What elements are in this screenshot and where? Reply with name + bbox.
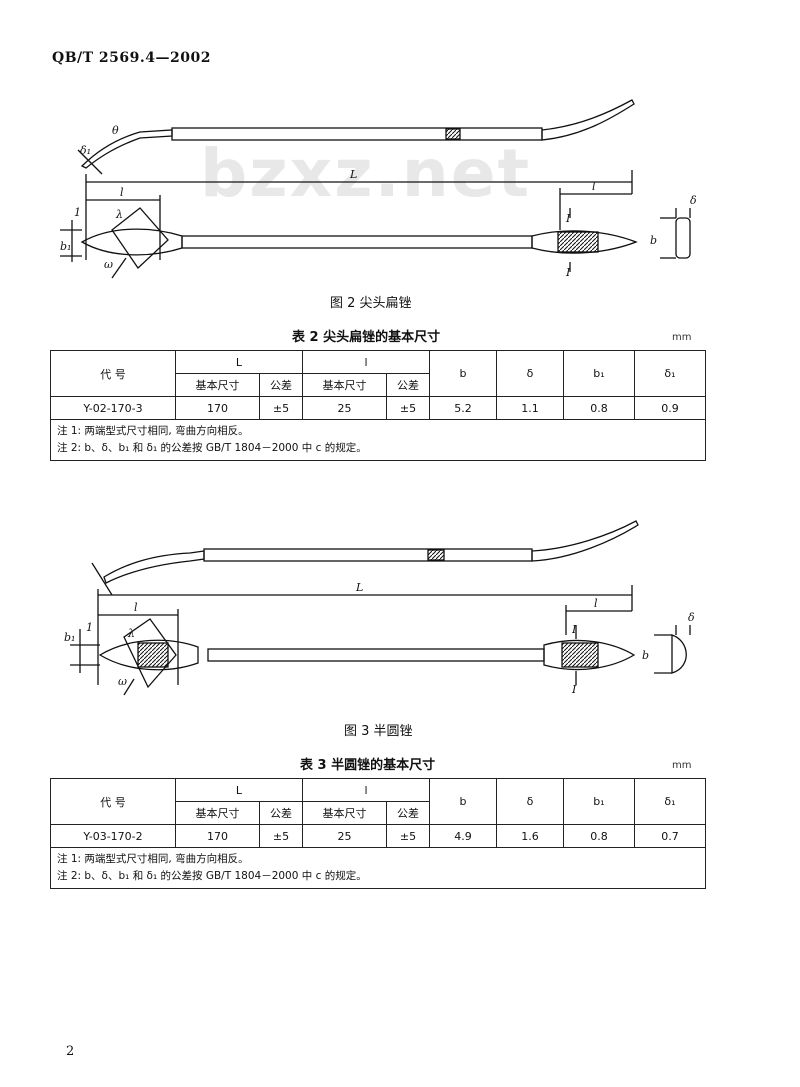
table-3: 代 号 L l b δ b₁ δ₁ 基本尺寸 公差 基本尺寸 公差 Y-03-1…: [50, 778, 706, 889]
t2-delta: 1.1: [496, 396, 564, 420]
t3-L-tol: ±5: [259, 824, 303, 848]
fig2-label-l-left: l: [120, 186, 124, 199]
fig2-label-L: L: [349, 168, 357, 181]
table-2-unit: mm: [672, 332, 692, 343]
fig3-label-one: 1: [86, 621, 93, 634]
t2-note-1: 注 1: 两端型式尺寸相同, 弯曲方向相反。: [57, 425, 249, 437]
t2-header-l: l: [301, 350, 431, 374]
t2-header-b: b: [429, 350, 497, 397]
fig3-label-b1: b₁: [64, 631, 75, 644]
t3-l-tol: ±5: [386, 824, 430, 848]
document-header: QB/T 2569.4—2002: [52, 50, 211, 66]
t3-b1: 0.8: [563, 824, 635, 848]
t3-header-b1: b₁: [563, 778, 635, 825]
t2-header-code: 代 号: [50, 350, 176, 397]
fig2-label-theta: θ: [112, 124, 119, 137]
fig2-label-omega: ω: [104, 258, 113, 271]
figure-2-caption: 图 2 尖头扁锉: [330, 296, 412, 311]
fig3-label-b: b: [642, 649, 649, 662]
t2-header-L-basic: 基本尺寸: [174, 373, 261, 397]
t2-code: Y-02-170-3: [50, 396, 176, 420]
t3-header-l-basic: 基本尺寸: [301, 801, 388, 825]
t3-header-L-basic: 基本尺寸: [174, 801, 261, 825]
fig3-label-section-top: I: [571, 623, 577, 636]
fig2-label-lambda: λ: [115, 208, 123, 221]
t3-code: Y-03-170-2: [50, 824, 176, 848]
t2-header-l-tol: 公差: [386, 373, 430, 397]
figure-3-drawing: L l l b₁ 1 λ ω I I b δ: [64, 520, 695, 696]
t2-header-L: L: [175, 350, 303, 374]
t2-b: 5.2: [429, 396, 497, 420]
t3-header-b: b: [429, 778, 497, 825]
t2-l-basic: 25: [301, 396, 388, 420]
t3-header-l-tol: 公差: [386, 801, 430, 825]
t3-header-l: l: [301, 778, 431, 802]
t3-notes: 注 1: 两端型式尺寸相同, 弯曲方向相反。 注 2: b、δ、b₁ 和 δ₁ …: [50, 847, 706, 889]
fig3-label-delta: δ: [688, 611, 695, 624]
t2-header-b1: b₁: [563, 350, 635, 397]
fig3-label-lambda: λ: [127, 627, 135, 640]
t3-b: 4.9: [429, 824, 497, 848]
fig2-label-l-right: l: [592, 180, 596, 193]
t3-header-code: 代 号: [50, 778, 176, 825]
t3-L-basic: 170: [174, 824, 261, 848]
t3-l-basic: 25: [301, 824, 388, 848]
t2-b1: 0.8: [563, 396, 635, 420]
t3-note-1: 注 1: 两端型式尺寸相同, 弯曲方向相反。: [57, 853, 249, 865]
fig3-label-L: L: [355, 581, 363, 594]
fig2-label-delta1: δ₁: [80, 144, 91, 157]
t3-delta: 1.6: [496, 824, 564, 848]
fig3-label-section-bottom: I: [571, 683, 577, 696]
table-3-unit: mm: [672, 760, 692, 771]
t2-l-tol: ±5: [386, 396, 430, 420]
watermark: bzxz.net: [200, 135, 532, 212]
t2-header-L-tol: 公差: [259, 373, 303, 397]
page-number: 2: [66, 1044, 75, 1059]
figure-2-drawing: L l l θ b₁ δ₁ λ ω 1 I I b δ: [60, 99, 697, 279]
t3-header-L-tol: 公差: [259, 801, 303, 825]
t3-header-delta: δ: [496, 778, 564, 825]
t3-header-L: L: [175, 778, 303, 802]
t2-L-tol: ±5: [259, 396, 303, 420]
t3-note-2: 注 2: b、δ、b₁ 和 δ₁ 的公差按 GB/T 1804－2000 中 c…: [57, 870, 367, 882]
table-row: Y-03-170-2 170 ±5 25 ±5 4.9 1.6 0.8 0.7: [50, 824, 706, 848]
fig2-label-delta: δ: [690, 194, 697, 207]
t2-delta1: 0.9: [634, 396, 706, 420]
figure-3-caption: 图 3 半圆锉: [344, 724, 413, 739]
t2-L-basic: 170: [174, 396, 261, 420]
t3-delta1: 0.7: [634, 824, 706, 848]
fig2-label-b: b: [650, 234, 657, 247]
table-3-title: 表 3 半圆锉的基本尺寸: [300, 758, 436, 773]
fig2-label-section-top: I: [565, 212, 571, 225]
fig3-label-omega: ω: [118, 675, 127, 688]
fig2-label-b1: b₁: [60, 240, 71, 253]
table-row: Y-02-170-3 170 ±5 25 ±5 5.2 1.1 0.8 0.9: [50, 396, 706, 420]
t2-header-delta1: δ₁: [634, 350, 706, 397]
t2-note-2: 注 2: b、δ、b₁ 和 δ₁ 的公差按 GB/T 1804－2000 中 c…: [57, 442, 367, 454]
t2-notes: 注 1: 两端型式尺寸相同, 弯曲方向相反。 注 2: b、δ、b₁ 和 δ₁ …: [50, 419, 706, 461]
t2-header-delta: δ: [496, 350, 564, 397]
fig2-label-one: 1: [74, 206, 81, 219]
fig2-label-section-bottom: I: [565, 266, 571, 279]
t3-header-delta1: δ₁: [634, 778, 706, 825]
table-2: 代 号 L l b δ b₁ δ₁ 基本尺寸 公差 基本尺寸 公差 Y-02-1…: [50, 350, 706, 461]
fig3-label-l-left: l: [134, 601, 138, 614]
fig3-label-l-right: l: [594, 597, 598, 610]
t2-header-l-basic: 基本尺寸: [301, 373, 388, 397]
table-2-title: 表 2 尖头扁锉的基本尺寸: [292, 330, 441, 345]
